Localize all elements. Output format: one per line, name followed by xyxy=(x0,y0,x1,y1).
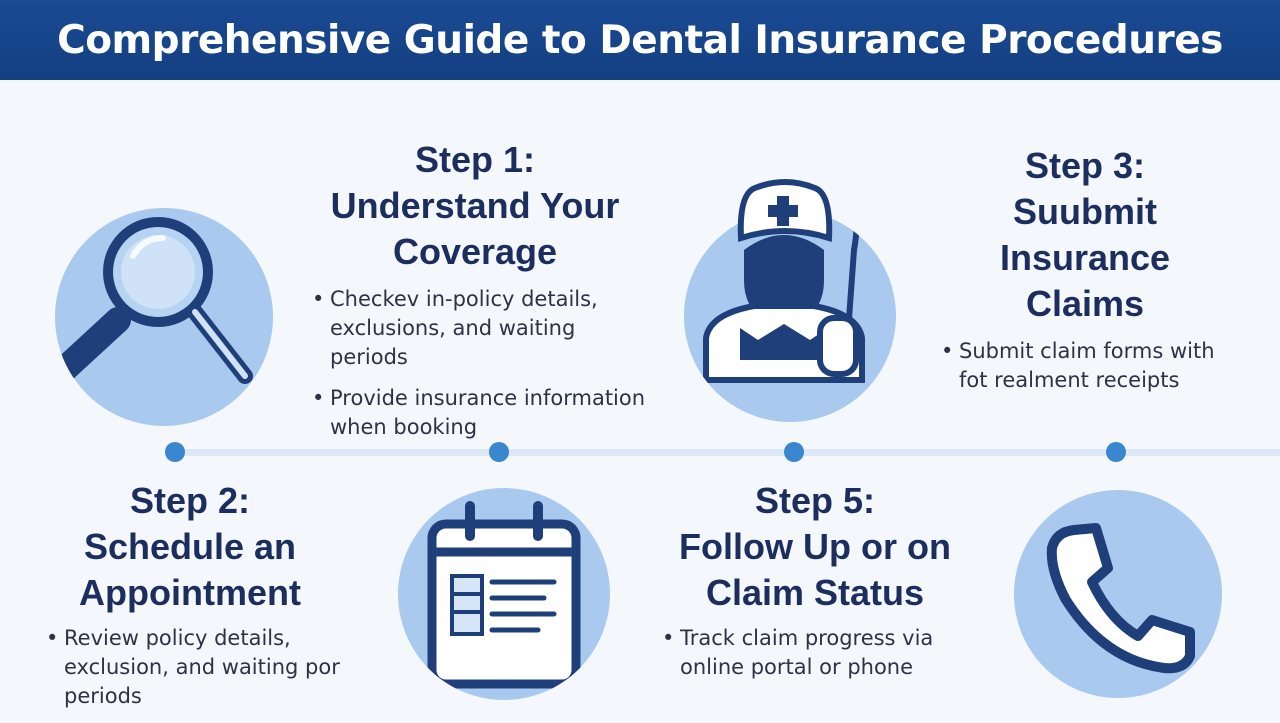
step-1-bullets: Checkev in-policy details, exclusions, a… xyxy=(308,285,648,442)
phone-circle xyxy=(1014,490,1222,698)
step-1-title-line: Understand Your xyxy=(330,185,620,226)
step-1: Step 1: Understand Your Coverage Checkev… xyxy=(290,137,660,454)
timeline-line xyxy=(170,449,1280,456)
phone-icon xyxy=(1046,523,1195,674)
step-2-bullet: Review policy details, exclusion, and wa… xyxy=(42,624,342,711)
timeline-dot xyxy=(165,442,185,462)
step-2: Step 2: Schedule an Appointment Review p… xyxy=(30,478,350,723)
step-1-title-line: Coverage xyxy=(392,231,558,272)
dentist-icon xyxy=(703,212,865,383)
magnifying-glass-icon xyxy=(55,217,253,391)
page-header: Comprehensive Guide to Dental Insurance … xyxy=(0,0,1280,80)
step-5-bullets: Track claim progress via online portal o… xyxy=(658,624,958,682)
page-title: Comprehensive Guide to Dental Insurance … xyxy=(57,17,1223,63)
timeline-dot xyxy=(489,442,509,462)
step-3-bullets: Submit claim forms with fot realment rec… xyxy=(937,337,1232,395)
step-3-bullet: Submit claim forms with fot realment rec… xyxy=(937,337,1232,395)
step-2-label: Step 2: xyxy=(129,480,251,521)
step-1-bullet: Checkev in-policy details, exclusions, a… xyxy=(308,285,648,372)
step-3-title-line: Insurance xyxy=(999,237,1171,278)
timeline-dot xyxy=(784,442,804,462)
magnifier-circle xyxy=(55,208,273,426)
step-1-label: Step 1: xyxy=(414,139,536,180)
step-2-title-line: Appointment xyxy=(79,572,301,613)
calendar-circle xyxy=(398,488,610,700)
dentist-circle xyxy=(684,210,896,422)
step-2-bullets: Review policy details, exclusion, and wa… xyxy=(42,624,342,711)
step-5-label: Step 5: xyxy=(754,480,876,521)
calendar-icon xyxy=(427,501,581,689)
step-2-title-line: Schedule an xyxy=(83,526,297,567)
step-5: Step 5: Follow Up or on Claim Status Tra… xyxy=(640,478,990,694)
nurse-cap-icon xyxy=(737,179,833,243)
step-3-title-line: Suubmit xyxy=(1013,191,1157,232)
step-1-bullet: Provide insurance information when booki… xyxy=(308,384,648,442)
step-5-title-line: Follow Up or on xyxy=(679,526,951,567)
step-5-bullet: Track claim progress via online portal o… xyxy=(658,624,958,682)
timeline-dot xyxy=(1106,442,1126,462)
step-3-label: Step 3: xyxy=(1024,145,1146,186)
step-5-title-line: Claim Status xyxy=(705,572,925,613)
step-3-title-line: Claims xyxy=(1025,283,1145,324)
step-3: Step 3: Suubmit Insurance Claims Submit … xyxy=(935,143,1235,407)
